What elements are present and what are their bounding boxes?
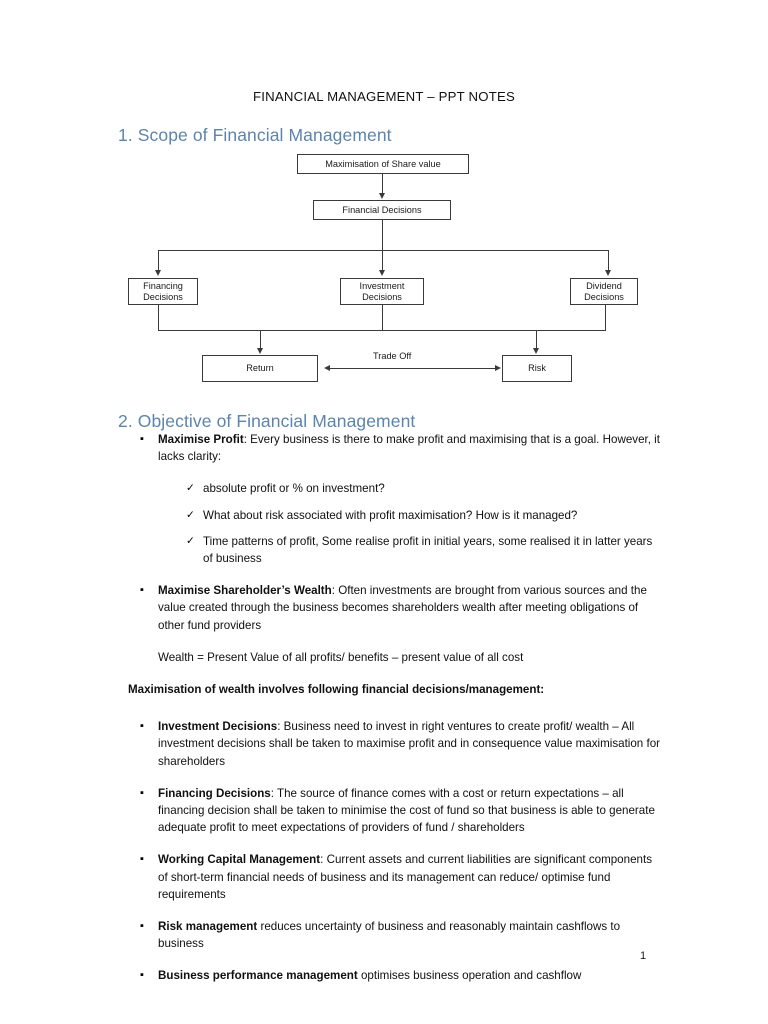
wealth-equation-row: Wealth = Present Value of all profits/ b… [0,649,768,666]
list-item-body: : The source of finance comes with a cos… [158,786,655,835]
list-item-text: Risk management reduces uncertainty of b… [158,918,660,952]
diagram-node-financial-decisions: Financial Decisions [313,200,451,220]
arrow-down-icon [379,193,385,199]
section-heading-objective: 2. Objective of Financial Management [118,411,416,431]
arrow-down-icon [605,270,611,276]
financial-management-flow-diagram: Maximisation of Share value Financial De… [0,145,768,395]
diagram-node-maximisation-of-share-value: Maximisation of Share value [297,154,469,174]
diagram-node-risk: Risk [502,355,572,382]
list-item-maximise-shareholders-wealth: ▪ Maximise Shareholder’s Wealth: Often i… [0,582,768,634]
list-item-body: : Often investments are brought from var… [158,584,647,632]
diagram-drop-investment [382,250,384,271]
lead-in-row: Maximisation of wealth involves followin… [0,681,768,698]
investment-decisions-line-1: Investment [359,280,405,291]
list-item-label: Financing Decisions [158,786,271,800]
list-item-text: Investment Decisions: Business need to i… [158,718,660,770]
checklist-item-text: absolute profit or % on investment? [203,482,385,496]
list-item-label: Working Capital Management [158,853,321,867]
list-item-working-capital-management: ▪ Working Capital Management: Current as… [0,851,768,903]
list-item-text: Maximise Profit: Every business is there… [158,431,660,465]
bullet-glyph-icon: ▪ [140,786,144,799]
bullet-glyph-icon: ▪ [140,853,144,866]
list-item-label: Maximise Shareholder’s Wealth [158,584,332,598]
list-item-maximise-profit: ▪ Maximise Profit: Every business is the… [0,431,768,465]
financing-decisions-line-2: Decisions [143,291,183,302]
section-heading-scope: 1. Scope of Financial Management [118,125,392,145]
diagram-bus-bar-bottom [158,330,606,332]
diagram-tradeoff-line [330,368,495,370]
list-item-investment-decisions: ▪ Investment Decisions: Business need to… [0,718,768,770]
list-item-body: : Current assets and current liabilities… [158,853,652,901]
diagram-node-return: Return [202,355,318,382]
diagram-riser-dividend [605,305,607,330]
list-item-business-performance-management: ▪ Business performance management optimi… [0,967,768,984]
diagram-drop-return [260,330,262,349]
list-item-label: Risk management [158,920,258,934]
financing-decisions-line-1: Financing [143,280,183,291]
diagram-bus-bar-top [158,250,609,252]
diagram-connector-financial-to-bus [382,220,384,250]
page-title: FINANCIAL MANAGEMENT – PPT NOTES [253,89,515,104]
arrow-down-icon [533,348,539,354]
arrow-down-icon [379,270,385,276]
arrow-left-icon [324,365,330,371]
bullet-glyph-icon: ▪ [140,584,144,597]
bullet-glyph-icon: ▪ [140,720,144,733]
bullet-glyph-icon: ▪ [140,920,144,933]
diagram-edge-label-trade-off: Trade Off [373,351,412,361]
list-item-body: optimises business operation and cashflo… [357,969,582,983]
arrow-down-icon [155,270,161,276]
list-item-label: Maximise Profit [158,433,244,446]
list-item-label: Investment Decisions [158,720,278,734]
list-item-risk-management: ▪ Risk management reduces uncertainty of… [0,918,768,952]
checklist-item-time-patterns: ✓ Time patterns of profit, Some realise … [0,533,768,567]
checklist-item-text: What about risk associated with profit m… [203,508,578,522]
list-item-body: : Business need to invest in right ventu… [158,720,661,768]
list-item-financing-decisions: ▪ Financing Decisions: The source of fin… [0,785,768,837]
diagram-node-investment-decisions: Investment Decisions [340,278,424,305]
diagram-drop-risk [536,330,538,349]
bullet-glyph-icon: ▪ [140,969,144,982]
checklist-item-risk-association: ✓ What about risk associated with profit… [0,507,768,524]
page-number: 1 [640,950,647,962]
diagram-connector-top-to-financial [382,174,384,194]
check-glyph-icon: ✓ [186,508,195,521]
body-content: ▪ Maximise Profit: Every business is the… [0,431,768,994]
diagram-node-financing-decisions: Financing Decisions [128,278,198,305]
spacer [0,707,768,718]
lead-in-text: Maximisation of wealth involves followin… [128,683,545,697]
list-item-text: Working Capital Management: Current asse… [158,851,660,903]
list-item-label: Business performance management [158,969,358,983]
wealth-equation-text: Wealth = Present Value of all profits/ b… [158,650,524,664]
check-glyph-icon: ✓ [186,534,195,547]
list-item-text: Financing Decisions: The source of finan… [158,785,660,837]
list-item-body: reduces uncertainty of business and reas… [158,920,621,951]
diagram-riser-investment [382,305,384,330]
diagram-drop-financing [158,250,160,271]
bullet-glyph-icon: ▪ [140,433,144,445]
dividend-decisions-line-1: Dividend [586,280,622,291]
diagram-drop-dividend [608,250,610,271]
list-item-text: Business performance management optimise… [158,967,660,984]
list-item-body: : Every business is there to make profit… [158,433,660,464]
check-glyph-icon: ✓ [186,482,195,495]
checklist-item-text: Time patterns of profit, Some realise pr… [203,534,653,566]
checklist-item-absolute-profit: ✓ absolute profit or % on investment? [0,480,768,497]
arrow-down-icon [257,348,263,354]
investment-decisions-line-2: Decisions [362,291,402,302]
diagram-node-dividend-decisions: Dividend Decisions [570,278,638,305]
dividend-decisions-line-2: Decisions [584,291,624,302]
list-item-text: Maximise Shareholder’s Wealth: Often inv… [158,582,660,634]
diagram-riser-financing [158,305,160,330]
arrow-right-icon [495,365,501,371]
